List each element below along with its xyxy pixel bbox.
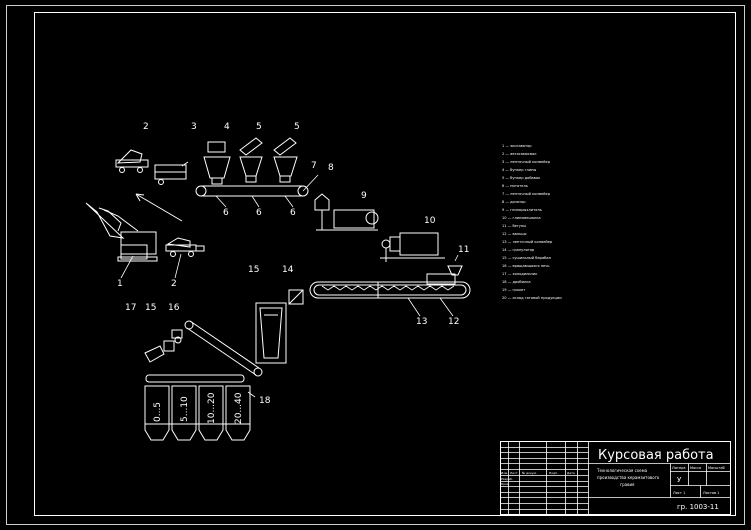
storage-bins bbox=[144, 385, 251, 441]
legend-item-9: 9 — глинорыхлитель bbox=[502, 208, 542, 212]
label-12: 12 bbox=[448, 317, 459, 327]
additive-bunker-2 bbox=[273, 137, 298, 183]
col-scale: Масштаб bbox=[708, 466, 725, 470]
stamp-sign: Подп. bbox=[549, 471, 558, 475]
label-2a: 2 bbox=[143, 122, 149, 132]
label-5a: 5 bbox=[256, 122, 262, 132]
label-2b: 2 bbox=[171, 279, 177, 289]
belt-conveyor-7 bbox=[195, 174, 319, 197]
legend-item-1: 1 — экскаватор bbox=[502, 144, 532, 148]
label-13: 13 bbox=[416, 317, 427, 327]
stamp-list: Лист bbox=[510, 471, 518, 475]
label-6c: 6 bbox=[290, 208, 296, 218]
legend-item-4: 4 — бункер глины bbox=[502, 168, 537, 172]
legend-item-13: 13 — ленточный конвейер bbox=[502, 240, 553, 244]
sheet-label: Лист 1 bbox=[673, 491, 685, 495]
belt-conveyor-13 bbox=[309, 281, 471, 299]
kiln-unit bbox=[163, 329, 183, 352]
bin-label-1: 0...5 bbox=[153, 402, 163, 422]
label-6a: 6 bbox=[223, 208, 229, 218]
clay-mixer bbox=[380, 232, 445, 262]
legend-item-5: 5 — бункер добавок bbox=[502, 176, 541, 180]
col-litera: Литера bbox=[672, 466, 685, 470]
label-3: 3 bbox=[191, 122, 197, 132]
dump-truck-top bbox=[115, 149, 149, 173]
litera-value: У bbox=[677, 476, 682, 484]
label-14: 14 bbox=[282, 265, 294, 275]
doser bbox=[314, 193, 330, 211]
label-8: 8 bbox=[328, 163, 334, 173]
label-5b: 5 bbox=[294, 122, 300, 132]
row-razrab: Разраб. bbox=[501, 477, 513, 481]
stamp-date: Дата bbox=[567, 471, 575, 475]
legend-item-16: 16 — вращающаяся печь bbox=[502, 264, 550, 268]
box-feeder bbox=[154, 161, 189, 185]
title-block-subject-3: гравия bbox=[620, 482, 635, 487]
legend-item-12: 12 — вальцы bbox=[502, 232, 527, 236]
edge-runners bbox=[426, 265, 463, 285]
label-11: 11 bbox=[458, 245, 469, 255]
bin-conveyor bbox=[145, 374, 245, 383]
stamp-doc: № докум. bbox=[522, 471, 537, 475]
label-18: 18 bbox=[259, 396, 271, 406]
legend-item-7: 7 — ленточный конвейер bbox=[502, 192, 551, 196]
clay-loosener bbox=[316, 209, 379, 231]
inclined-conveyor bbox=[184, 320, 263, 377]
legend-item-17: 17 — холодильник bbox=[502, 272, 538, 276]
row-prov: Пров. bbox=[501, 482, 510, 486]
legend-item-11: 11 — бегуны bbox=[502, 224, 526, 228]
title-block-title: Курсовая работа bbox=[598, 448, 714, 463]
additive-bunker-1 bbox=[239, 137, 263, 183]
title-block-doc-code: гр. 1003-11 bbox=[677, 503, 719, 511]
sheets-label: Листов 1 bbox=[703, 491, 719, 495]
clay-bunker bbox=[203, 141, 231, 185]
legend-item-10: 10 — глиномешалка bbox=[502, 216, 541, 220]
label-4: 4 bbox=[224, 122, 230, 132]
label-6b: 6 bbox=[256, 208, 262, 218]
label-15b: 15 bbox=[145, 303, 156, 313]
col-mass: Масса bbox=[690, 466, 701, 470]
legend-item-3: 3 — ленточный конвейер bbox=[502, 160, 551, 164]
legend-item-19: 19 — грохот bbox=[502, 288, 525, 292]
legend: 1 — экскаватор 2 — автосамосвал 3 — лент… bbox=[502, 144, 562, 300]
label-16: 16 bbox=[168, 303, 180, 313]
cooler-unit bbox=[144, 345, 165, 363]
legend-item-20: 20 — склад готовой продукции bbox=[502, 296, 562, 300]
bin-label-2: 5...10 bbox=[180, 396, 190, 422]
dump-truck-bottom bbox=[165, 237, 205, 257]
label-7: 7 bbox=[311, 161, 317, 171]
drying-drum bbox=[255, 302, 287, 364]
leader-lines bbox=[120, 195, 459, 398]
label-15a: 15 bbox=[248, 265, 259, 275]
stamp-izm: Изм. bbox=[501, 471, 508, 475]
label-10: 10 bbox=[424, 216, 436, 226]
legend-item-15: 15 — сушильный барабан bbox=[502, 256, 552, 260]
bin-label-3: 10...20 bbox=[207, 392, 217, 424]
label-1: 1 bbox=[117, 279, 123, 289]
label-9: 9 bbox=[361, 191, 367, 201]
title-block bbox=[500, 441, 731, 515]
legend-item-6: 6 — питатель bbox=[502, 184, 528, 188]
title-block-subject-1: Технологическая схема bbox=[596, 468, 648, 473]
inner-frame bbox=[34, 12, 736, 516]
legend-item-14: 14 — гранулятор bbox=[502, 248, 535, 252]
excavator bbox=[85, 202, 158, 262]
flow-arrow bbox=[135, 193, 183, 222]
outer-frame bbox=[6, 5, 745, 525]
legend-item-2: 2 — автосамосвал bbox=[502, 152, 536, 156]
label-17: 17 bbox=[125, 303, 136, 313]
bin-label-4: 20...40 bbox=[234, 392, 244, 424]
legend-item-18: 18 — дробилка bbox=[502, 280, 531, 284]
legend-item-8: 8 — дозатор bbox=[502, 200, 526, 204]
title-block-subject-2: производства керамзитового bbox=[597, 475, 660, 480]
granulator bbox=[288, 289, 304, 305]
